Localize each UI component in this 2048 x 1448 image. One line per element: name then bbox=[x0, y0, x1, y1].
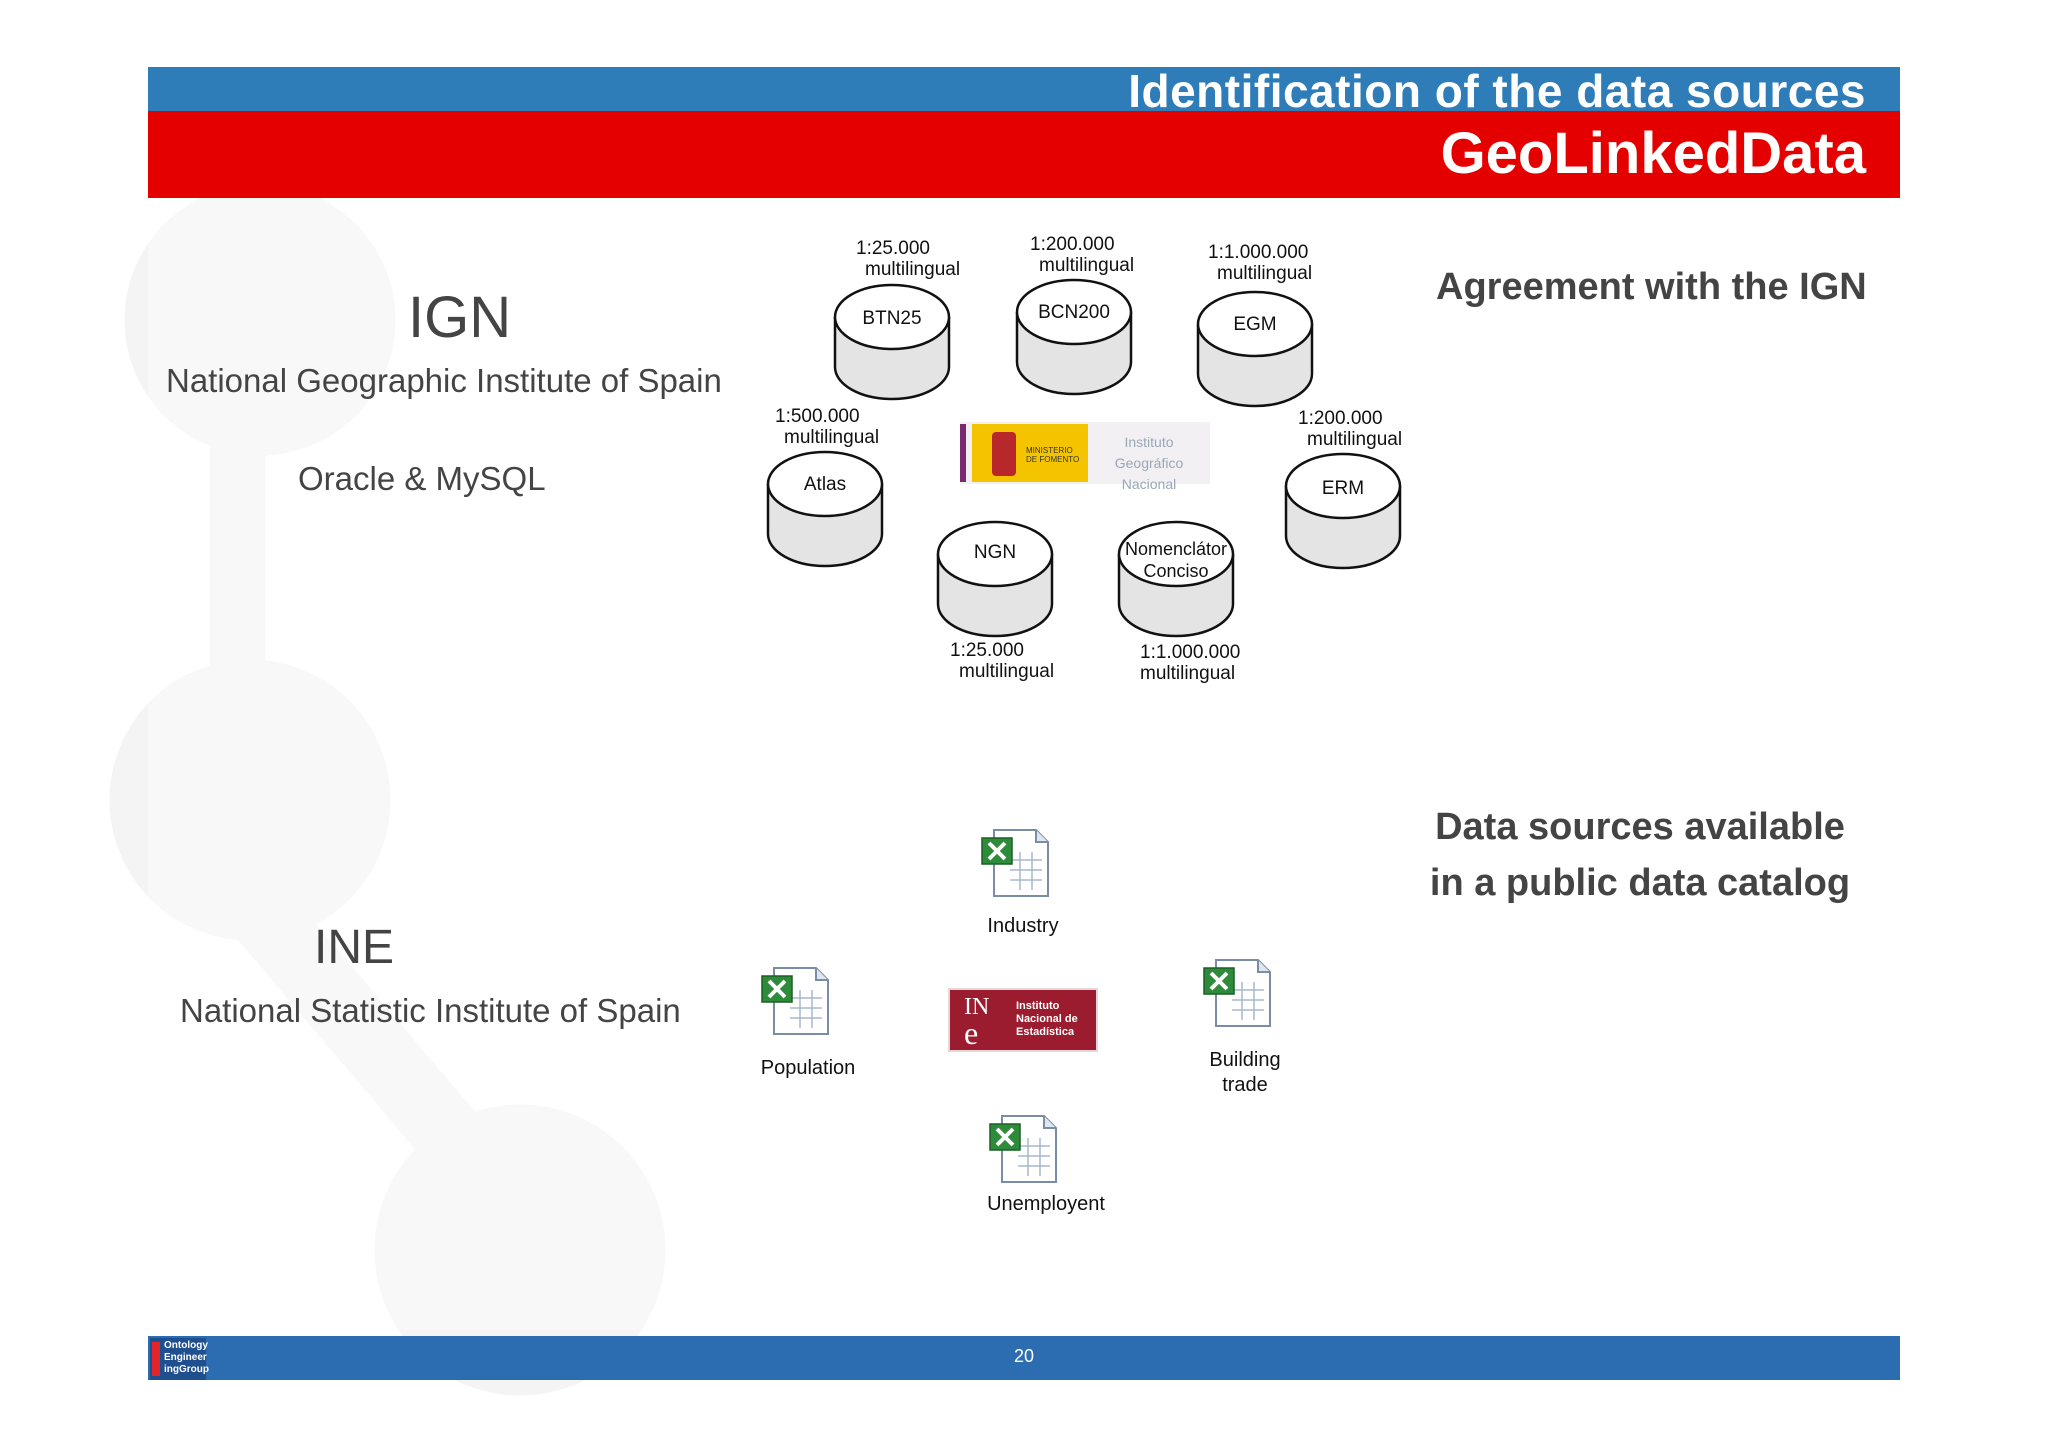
oeg-line3: ingGroup bbox=[164, 1364, 209, 1375]
database-name-line2: Conciso bbox=[1143, 561, 1209, 581]
spreadsheet-file-icon bbox=[1203, 959, 1271, 1027]
ine-acronym: INE bbox=[314, 921, 395, 974]
database-ngn: NGN bbox=[935, 520, 1055, 638]
spain-crest-icon bbox=[992, 432, 1016, 476]
oeg-logo-stripe bbox=[152, 1342, 160, 1376]
agreement-caption: Agreement with the IGN bbox=[1436, 266, 1867, 308]
header-red-band bbox=[148, 111, 1900, 198]
database-cylinder-icon bbox=[833, 283, 951, 401]
spreadsheet-file-icon bbox=[989, 1115, 1057, 1183]
scale-value: 1:500.000 bbox=[775, 406, 860, 427]
database-name: EGM bbox=[1233, 314, 1277, 335]
ign-technology: Oracle & MySQL bbox=[298, 460, 546, 497]
database-bcn200: BCN200 bbox=[1014, 278, 1134, 396]
building-line1: Building bbox=[1209, 1049, 1281, 1071]
logo-stripe bbox=[960, 424, 966, 482]
scale-lang: multilingual bbox=[959, 661, 1055, 682]
database-cylinder-icon bbox=[1196, 290, 1314, 408]
scale-lang: multilingual bbox=[784, 427, 880, 448]
scale-lang: multilingual bbox=[865, 259, 961, 280]
catalog-caption-line2: in a public data catalog bbox=[1429, 862, 1851, 904]
ine-letters-bottom: e bbox=[964, 1015, 979, 1051]
database-erm: ERM bbox=[1283, 452, 1403, 570]
dataset-label-industry: Industry bbox=[987, 915, 1059, 937]
scale-value: 1:1.000.000 bbox=[1140, 642, 1241, 663]
spreadsheet-file-icon bbox=[761, 967, 829, 1035]
ine-line3: Estadística bbox=[1016, 1026, 1075, 1038]
dataset-label-building-trade: Building trade bbox=[1190, 1048, 1300, 1098]
ine-line2: Nacional de bbox=[1016, 1013, 1078, 1025]
database-name: ERM bbox=[1321, 478, 1365, 499]
database-egm: EGM bbox=[1195, 290, 1315, 408]
page-number: 20 bbox=[1013, 1346, 1035, 1366]
oeg-line1: Ontology bbox=[164, 1340, 208, 1351]
ministry-line1: MINISTERIO bbox=[1026, 446, 1073, 455]
inst-line2: Geográfico Nacional bbox=[1114, 455, 1184, 492]
database-name: NGN bbox=[973, 542, 1017, 563]
oeg-line2: Engineer bbox=[164, 1352, 207, 1363]
ministry-line2: DE FOMENTO bbox=[1026, 455, 1080, 464]
footer-bar bbox=[148, 1336, 1900, 1380]
scale-lang: multilingual bbox=[1140, 663, 1236, 684]
scale-lang: multilingual bbox=[1217, 263, 1313, 284]
scale-lang: multilingual bbox=[1039, 255, 1135, 276]
database-cylinder-icon bbox=[766, 450, 884, 568]
ine-line1: Instituto bbox=[1016, 1000, 1060, 1012]
database-name-line1: Nomenclátor bbox=[1124, 539, 1228, 559]
database-cylinder-icon bbox=[1284, 452, 1402, 570]
dataset-label-population: Population bbox=[760, 1057, 856, 1079]
database-name: BCN200 bbox=[1038, 302, 1110, 323]
ine-letters-top: IN bbox=[964, 994, 990, 1020]
database-name: Atlas bbox=[803, 474, 847, 495]
ine-full-name: National Statistic Institute of Spain bbox=[180, 992, 681, 1029]
database-cylinder-icon bbox=[1117, 520, 1235, 638]
ign-full-name: National Geographic Institute of Spain bbox=[166, 362, 722, 399]
scale-value: 1:1.000.000 bbox=[1208, 242, 1309, 263]
database-atlas: Atlas bbox=[765, 450, 885, 568]
scale-value: 1:200.000 bbox=[1298, 408, 1383, 429]
database-btn25: BTN25 bbox=[832, 283, 952, 401]
scale-value: 1:25.000 bbox=[950, 640, 1024, 661]
dataset-label-unemployment: Unemployent bbox=[987, 1193, 1105, 1215]
database-cylinder-icon bbox=[1015, 278, 1133, 396]
catalog-caption-line1: Data sources available bbox=[1435, 806, 1845, 848]
building-line2: trade bbox=[1222, 1074, 1268, 1096]
inst-line1: Instituto bbox=[1124, 434, 1174, 450]
scale-lang: multilingual bbox=[1307, 429, 1403, 450]
spreadsheet-file-icon bbox=[981, 829, 1049, 897]
database-cylinder-icon bbox=[936, 520, 1054, 638]
slide-subtitle: Identification of the data sources bbox=[1128, 65, 1866, 117]
database-name: BTN25 bbox=[862, 308, 922, 329]
header-blue-band bbox=[148, 67, 1900, 111]
slide-title: GeoLinkedData bbox=[1440, 121, 1866, 186]
ign-acronym: IGN bbox=[408, 285, 512, 350]
scale-value: 1:200.000 bbox=[1030, 234, 1115, 255]
scale-value: 1:25.000 bbox=[856, 238, 930, 259]
